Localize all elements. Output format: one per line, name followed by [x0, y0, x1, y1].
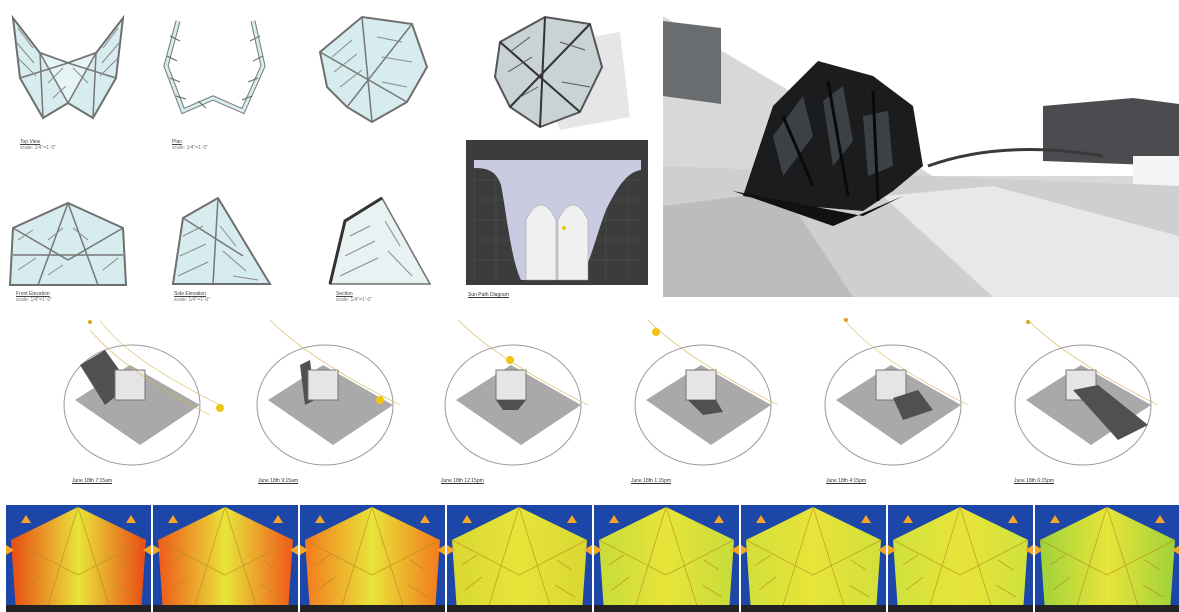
plan-drawing: [158, 16, 268, 126]
side-elevation-title: Side Elevation: [174, 291, 206, 297]
sun-study-3: [438, 310, 618, 470]
sun-study-5: [818, 310, 998, 470]
front-elevation-caption: Front Elevation scale: 1/4"=1'-0": [16, 291, 52, 303]
section-title: Section: [336, 291, 353, 297]
sun-study-6: [1008, 310, 1178, 470]
sun-study-2: [250, 310, 430, 470]
heatmap-2: [153, 505, 298, 612]
heatmap-1: [6, 505, 151, 612]
plan-scale: scale: 1/4"=1'-0": [172, 145, 209, 151]
site-rendering: [663, 16, 1179, 297]
plan-title: Plan: [172, 139, 183, 145]
sun-study-4-caption: June 18th 1:15pm: [631, 478, 672, 484]
axon-shadow-drawing: [470, 2, 630, 132]
side-elevation-drawing: [158, 196, 273, 288]
heatmap-7: [888, 505, 1033, 612]
sun-study-5-caption: June 18th 4:15pm: [826, 478, 867, 484]
sun-study-4: [628, 310, 808, 470]
plan-caption: Plan scale: 1/4"=1'-0": [172, 139, 208, 151]
sun-study-1: [60, 310, 240, 470]
front-elevation-drawing: [8, 200, 128, 290]
side-elevation-scale: scale: 1/4"=1'-0": [174, 297, 211, 303]
top-view-title: Top View: [20, 139, 41, 145]
section-caption: Section scale: 1/4"=1'-0": [336, 291, 372, 303]
heatmap-8: [1035, 505, 1179, 612]
sun-study-6-caption: June 18th 6:15pm: [1014, 478, 1055, 484]
heatmap-6: [741, 505, 886, 612]
sun-study-2-caption: June 18th 9:15am: [258, 478, 299, 484]
sun-path-diagram: [466, 140, 648, 285]
section-drawing: [320, 196, 435, 288]
front-elevation-scale: scale: 1/4"=1'-0": [16, 297, 53, 303]
sun-study-3-caption: June 18th 12:15pm: [441, 478, 484, 484]
heatmap-5: [594, 505, 739, 612]
sun-path-caption: Sun Path Diagram: [468, 292, 509, 298]
side-elevation-caption: Side Elevation scale: 1/4"=1'-0": [174, 291, 210, 303]
top-view-caption: Top View scale: 1/4"=1'-0": [20, 139, 56, 151]
heatmap-4: [447, 505, 592, 612]
axon-drawing: [312, 12, 432, 130]
sun-study-1-caption: June 18th 7:15am: [72, 478, 113, 484]
front-elevation-title: Front Elevation: [16, 291, 50, 297]
top-view-drawing: [8, 8, 128, 128]
top-view-scale: scale: 1/4"=1'-0": [20, 145, 57, 151]
heatmap-3: [300, 505, 445, 612]
section-scale: scale: 1/4"=1'-0": [336, 297, 373, 303]
